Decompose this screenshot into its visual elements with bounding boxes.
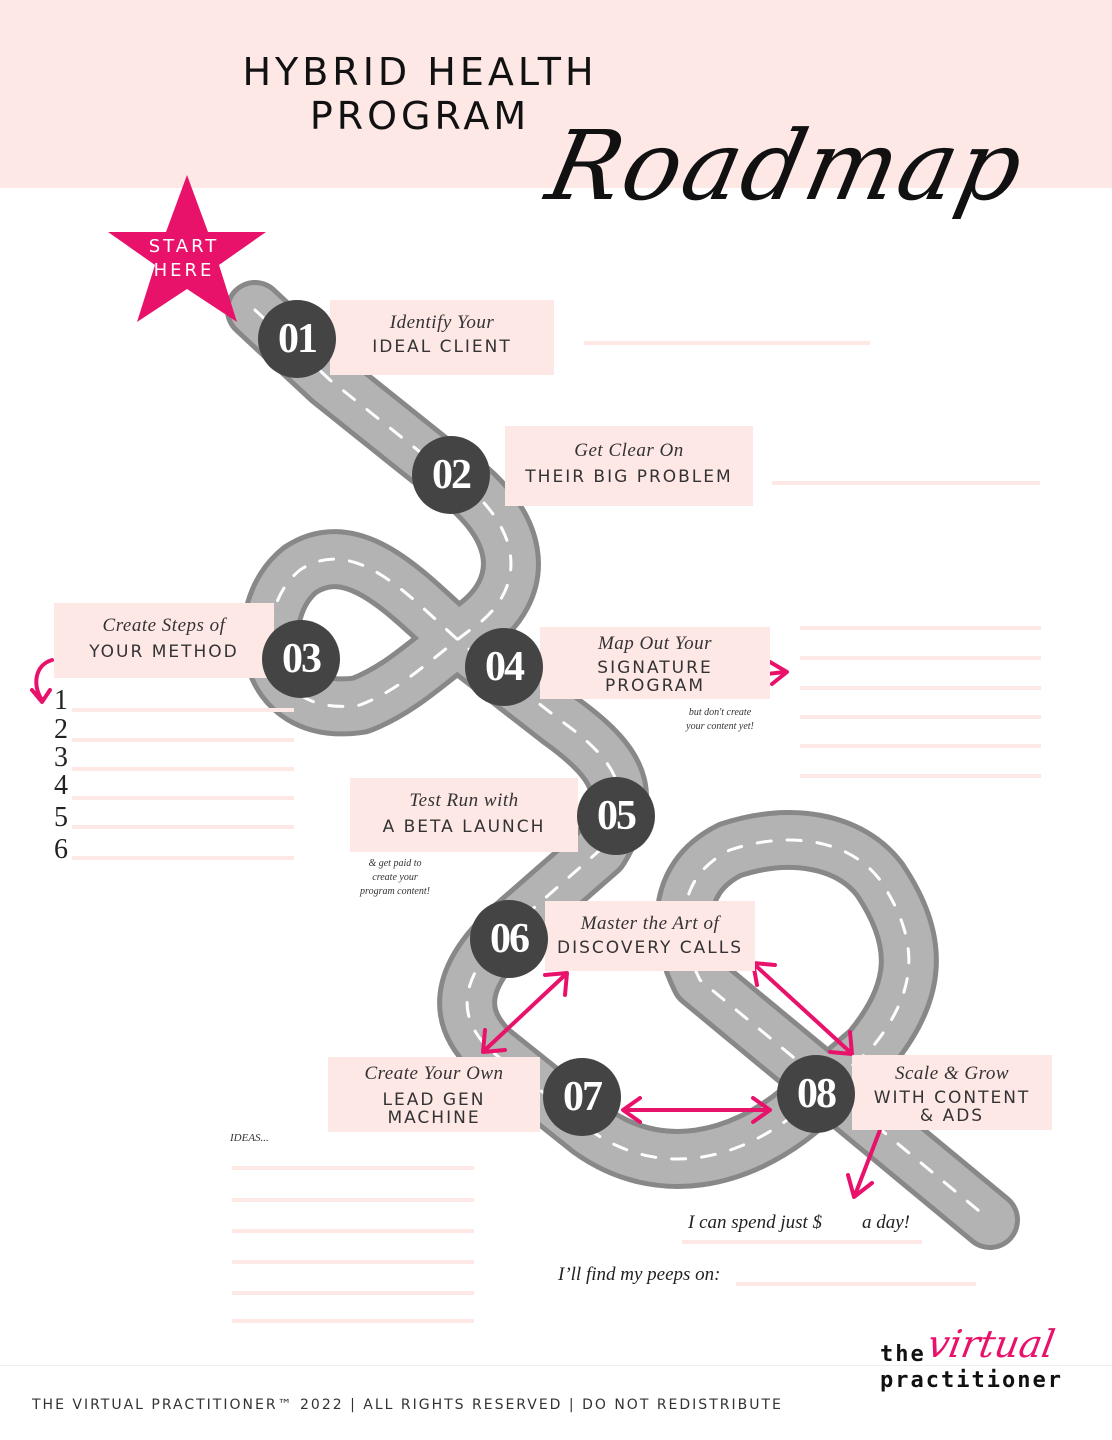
footer-divider (0, 1365, 1112, 1366)
peeps-text: I’ll find my peeps on: (558, 1264, 721, 1286)
ideas-line-1[interactable] (232, 1166, 474, 1170)
method-line-3[interactable] (72, 767, 294, 771)
method-line-2[interactable] (72, 738, 294, 742)
footer-copyright: THE VIRTUAL PRACTITIONER™ 2022 | ALL RIG… (32, 1397, 783, 1413)
method-line-5[interactable] (72, 825, 294, 829)
step-3-number: 03 (262, 620, 340, 698)
program-line-3[interactable] (800, 686, 1041, 690)
program-line-4[interactable] (800, 715, 1041, 719)
program-line-6[interactable] (800, 774, 1041, 778)
step-2-label: Get Clear On THEIR BIG PROBLEM (505, 426, 753, 506)
step-6-number: 06 (470, 900, 548, 978)
method-num-1: 1 (54, 685, 68, 717)
step-2-number: 02 (412, 436, 490, 514)
spend-text-post: a day! (862, 1212, 910, 1234)
program-line-2[interactable] (800, 656, 1041, 660)
logo-virtual: virtual (924, 1322, 1058, 1366)
step-1-label: Identify Your IDEAL CLIENT (330, 300, 554, 375)
method-num-6: 6 (54, 834, 68, 866)
logo-practitioner: practitioner (880, 1368, 1063, 1393)
method-line-6[interactable] (72, 856, 294, 860)
method-line-4[interactable] (72, 796, 294, 800)
ideas-line-5[interactable] (232, 1291, 474, 1295)
spend-line[interactable] (682, 1240, 922, 1244)
method-line-1[interactable] (72, 708, 294, 712)
ideas-line-4[interactable] (232, 1260, 474, 1264)
step-1-line[interactable] (584, 341, 870, 345)
step-7-number: 07 (543, 1058, 621, 1136)
program-line-1[interactable] (800, 626, 1041, 630)
method-num-4: 4 (54, 770, 68, 802)
step-4-label: Map Out Your SIGNATURE PROGRAM (540, 627, 770, 699)
step-6-label: Master the Art of DISCOVERY CALLS (545, 901, 755, 971)
arrow-method (32, 660, 52, 702)
program-line-5[interactable] (800, 744, 1041, 748)
ideas-line-2[interactable] (232, 1198, 474, 1202)
step-8-label: Scale & Grow WITH CONTENT & ADS (852, 1055, 1052, 1130)
step-1-number: 01 (258, 300, 336, 378)
step-2-line[interactable] (772, 481, 1040, 485)
peeps-line[interactable] (736, 1282, 976, 1286)
logo-the: the (880, 1342, 926, 1367)
step-7-label: Create Your Own LEAD GEN MACHINE (328, 1057, 540, 1132)
spend-text-pre: I can spend just $ (688, 1212, 822, 1234)
step-4-number: 04 (465, 628, 543, 706)
ideas-label: IDEAS... (230, 1132, 269, 1144)
step-5-number: 05 (577, 777, 655, 855)
ideas-line-3[interactable] (232, 1229, 474, 1233)
step-3-label: Create Steps of YOUR METHOD (54, 603, 274, 678)
method-num-5: 5 (54, 802, 68, 834)
step-8-number: 08 (777, 1055, 855, 1133)
ideas-line-6[interactable] (232, 1319, 474, 1323)
step-5-label: Test Run with A BETA LAUNCH (350, 778, 578, 852)
